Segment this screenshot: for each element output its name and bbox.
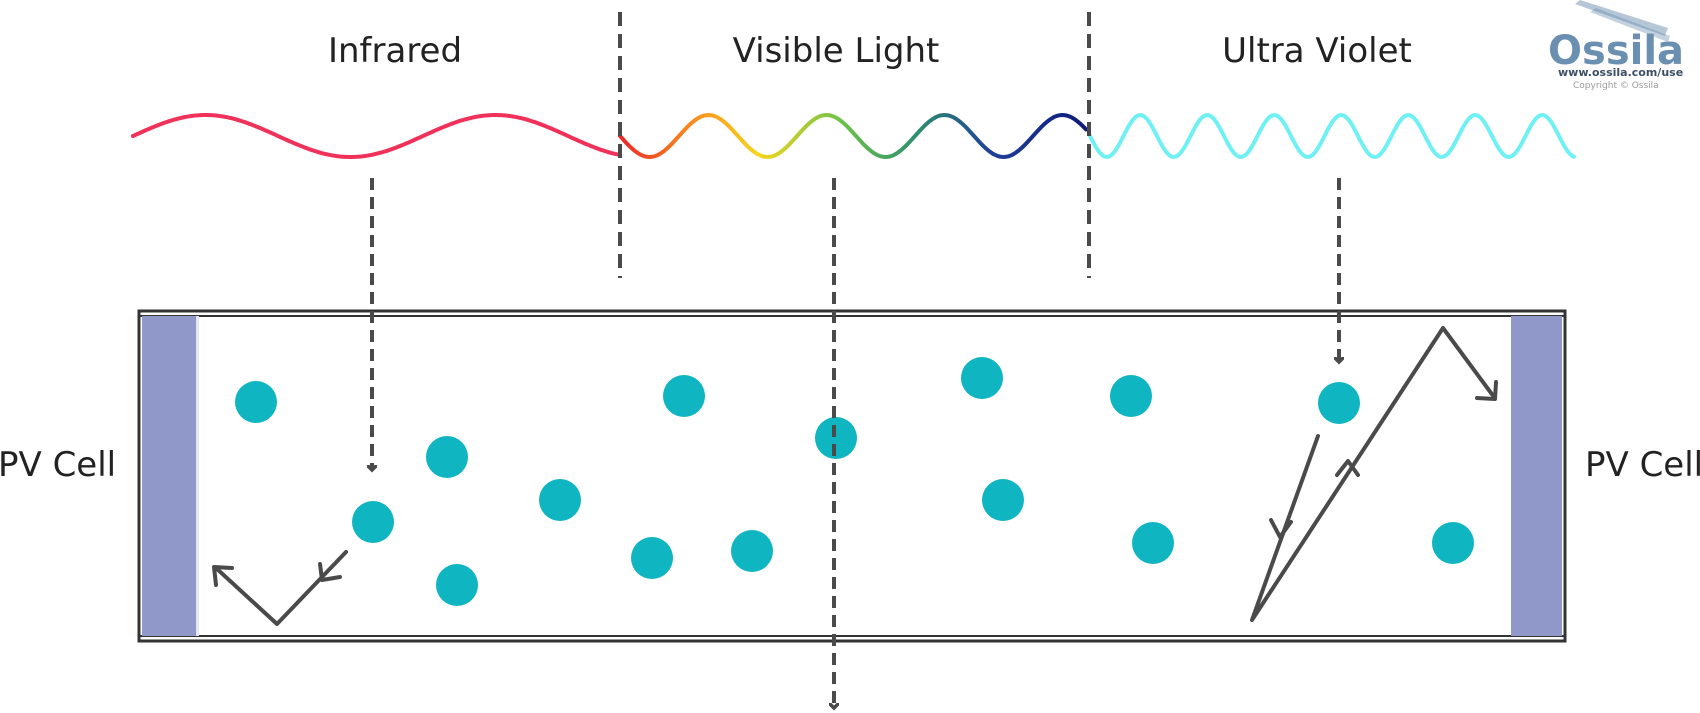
infrared-label: Infrared: [328, 31, 462, 71]
pv-cell-left-label: PV Cell: [0, 445, 116, 485]
particle-14: [1318, 382, 1360, 424]
particles-group: [235, 357, 1474, 606]
ossila-logo: Ossila www.ossila.com/use Copyright © Os…: [1548, 0, 1684, 91]
particle-13: [1132, 522, 1174, 564]
particle-9: [815, 417, 857, 459]
pv-device-frame: [137, 309, 1567, 643]
logo-copyright: Copyright © Ossila: [1573, 81, 1659, 91]
particle-1: [235, 381, 277, 423]
particle-2: [426, 436, 468, 478]
logo-name: Ossila: [1548, 28, 1684, 74]
infrared-wave: [131, 113, 619, 159]
particle-8: [731, 530, 773, 572]
particle-12: [1110, 375, 1152, 417]
particle-3: [352, 501, 394, 543]
ultraviolet-scatter-ray: [1250, 326, 1498, 622]
ultra-violet-label: Ultra Violet: [1222, 31, 1412, 71]
pv-cell-right: [1511, 316, 1562, 636]
particle-4: [539, 479, 581, 521]
particle-10: [961, 357, 1003, 399]
infrared-scatter-ray: [212, 550, 348, 626]
particle-11: [982, 479, 1024, 521]
logo-url: www.ossila.com/use: [1558, 66, 1683, 79]
particle-7: [663, 375, 705, 417]
pv-cell-right-label: PV Cell: [1585, 445, 1700, 485]
particle-5: [436, 564, 478, 606]
logo-swoosh-icon: [1575, 0, 1668, 36]
visible-light-label: Visible Light: [733, 31, 940, 71]
particle-6: [631, 537, 673, 579]
ultraviolet-wave: [1088, 112, 1576, 160]
pv-cell-left: [142, 316, 196, 636]
particle-15: [1432, 522, 1474, 564]
visible-light-wave: [618, 112, 1088, 160]
